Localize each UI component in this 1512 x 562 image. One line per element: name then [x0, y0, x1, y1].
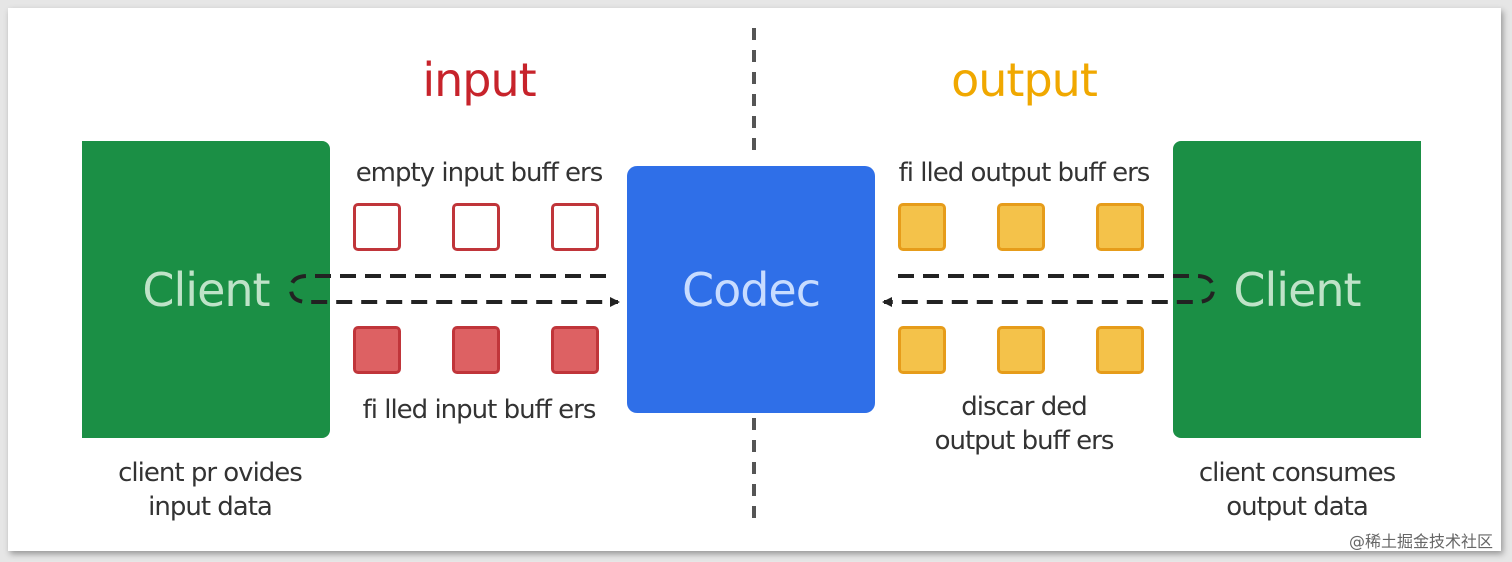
left-caption-line2: input data	[148, 492, 273, 522]
discarded-output-buffer	[1096, 326, 1144, 374]
filled-input-buffer	[452, 326, 500, 374]
right-client-box: Client	[1173, 141, 1421, 438]
right-caption-line2: output data	[1226, 492, 1369, 522]
filled-output-buffer	[997, 203, 1045, 251]
center-divider	[752, 28, 756, 528]
diagram-frame: input output Client Client Codec empty i…	[8, 8, 1501, 551]
output-flow-arrow	[882, 274, 1216, 307]
left-client-caption: client pr ovides input data	[60, 456, 360, 524]
right-client-label: Client	[1233, 262, 1361, 317]
empty-input-buffers-label: empty input buff ers	[355, 158, 604, 188]
left-client-label: Client	[142, 262, 270, 317]
codec-box: Codec	[627, 166, 875, 413]
filled-input-buffers-label: fi lled input buff ers	[362, 395, 597, 425]
discarded-output-buffer	[898, 326, 946, 374]
input-title: input	[422, 53, 536, 107]
output-title: output	[951, 53, 1098, 107]
filled-output-buffer	[898, 203, 946, 251]
empty-input-buffer	[353, 203, 401, 251]
discarded-label-line1: discar ded	[961, 392, 1087, 422]
left-client-box: Client	[82, 141, 330, 438]
right-client-caption: client consumes output data	[1147, 456, 1447, 524]
filled-output-buffers-label: fi lled output buff ers	[898, 158, 1151, 188]
left-caption-line1: client pr ovides	[118, 458, 303, 488]
codec-label: Codec	[681, 262, 821, 317]
filled-input-buffer	[353, 326, 401, 374]
discarded-label-line2: output buff ers	[934, 426, 1115, 456]
empty-input-buffer	[452, 203, 500, 251]
discarded-output-buffer	[997, 326, 1045, 374]
watermark: @稀土掘金技术社区	[1348, 532, 1493, 551]
filled-output-buffer	[1096, 203, 1144, 251]
discarded-output-buffers-label: discar ded output buff ers	[874, 390, 1174, 458]
input-flow-arrow	[288, 274, 620, 307]
filled-input-buffer	[551, 326, 599, 374]
empty-input-buffer	[551, 203, 599, 251]
right-caption-line1: client consumes	[1198, 458, 1396, 488]
flow-arrows	[288, 274, 1216, 307]
